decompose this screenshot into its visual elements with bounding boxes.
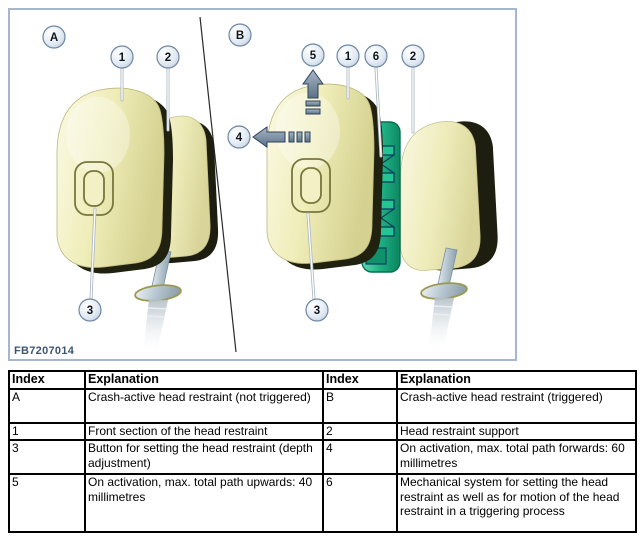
panel-b-label: B — [236, 30, 244, 42]
index-cell: 3 — [8, 439, 86, 476]
panel-divider-line — [199, 16, 237, 353]
table-row: A Crash-active head restraint (not trigg… — [8, 388, 637, 424]
legend-header-row: Index Explanation Index Explanation — [8, 370, 637, 390]
table-row: 5 On activation, max. total path upwards… — [8, 473, 637, 534]
up-arrow-icon — [302, 69, 324, 115]
explanation-cell: Head restraint support — [396, 421, 637, 442]
explanation-cell: Button for setting the head restraint (d… — [84, 439, 324, 476]
callout-5-panel-b: 5 — [301, 43, 325, 67]
explanation-cell: On activation, max. total path forwards:… — [396, 439, 637, 476]
callout-1-label: 1 — [119, 52, 126, 64]
panel-a-label: A — [50, 32, 58, 44]
index-cell: 4 — [322, 439, 398, 476]
index-cell: 2 — [322, 421, 398, 442]
callout-1-panel-b: 1 — [336, 44, 360, 68]
column-header-explanation-right: Explanation — [396, 370, 637, 390]
callout-6-panel-b: 6 — [364, 44, 388, 68]
callout-3-label: 3 — [87, 305, 93, 317]
callout-1-label: 1 — [345, 51, 352, 63]
explanation-cell: Front section of the head restraint — [84, 421, 324, 442]
callout-3-label: 3 — [314, 305, 320, 317]
column-header-index-right: Index — [322, 370, 398, 390]
figure-head-restraints: A 1 2 3 B 5 1 — [8, 8, 517, 361]
explanation-cell: On activation, max. total path upwards: … — [84, 473, 324, 534]
index-cell: B — [322, 388, 398, 424]
adjustment-button-b — [291, 158, 331, 213]
callout-2-label: 2 — [165, 52, 171, 64]
callout-3-panel-a: 3 — [78, 298, 102, 322]
callout-1-panel-a: 1 — [110, 45, 134, 69]
callout-2-panel-a: 2 — [156, 45, 180, 69]
explanation-cell: Crash-active head restraint (not trigger… — [84, 388, 324, 424]
callout-4-label: 4 — [236, 132, 243, 144]
head-restraint-triggered — [266, 83, 498, 355]
figure-reference-label: FB7207014 — [14, 345, 75, 357]
callout-4-panel-b: 4 — [227, 125, 251, 149]
column-header-index-left: Index — [8, 370, 86, 390]
callout-5-label: 5 — [310, 50, 317, 62]
index-cell: 5 — [8, 473, 86, 534]
table-row: 3 Button for setting the head restraint … — [8, 439, 637, 476]
legend-table: Index Explanation Index Explanation A Cr… — [8, 370, 637, 534]
callout-panel-b: B — [228, 23, 252, 47]
index-cell: A — [8, 388, 86, 424]
left-arrow-icon — [252, 126, 311, 148]
cushion-highlight-b — [276, 93, 340, 169]
cushion-highlight-a — [66, 97, 130, 173]
explanation-cell: Crash-active head restraint (triggered) — [396, 388, 637, 424]
callout-3-panel-b: 3 — [305, 298, 329, 322]
index-cell: 6 — [322, 473, 398, 534]
table-row: 1 Front section of the head restraint 2 … — [8, 421, 637, 442]
column-header-explanation-left: Explanation — [84, 370, 324, 390]
index-cell: 1 — [8, 421, 86, 442]
head-restraint-support-b — [400, 121, 481, 271]
callout-panel-a: A — [42, 25, 66, 49]
explanation-cell: Mechanical system for setting the head r… — [396, 473, 637, 534]
head-restraint-illustration: A 1 2 3 B 5 1 — [42, 16, 498, 357]
callout-6-label: 6 — [373, 51, 379, 63]
callout-2-label: 2 — [410, 51, 416, 63]
callout-2-panel-b: 2 — [401, 44, 425, 68]
callout-leader-lines-core — [90, 67, 414, 300]
